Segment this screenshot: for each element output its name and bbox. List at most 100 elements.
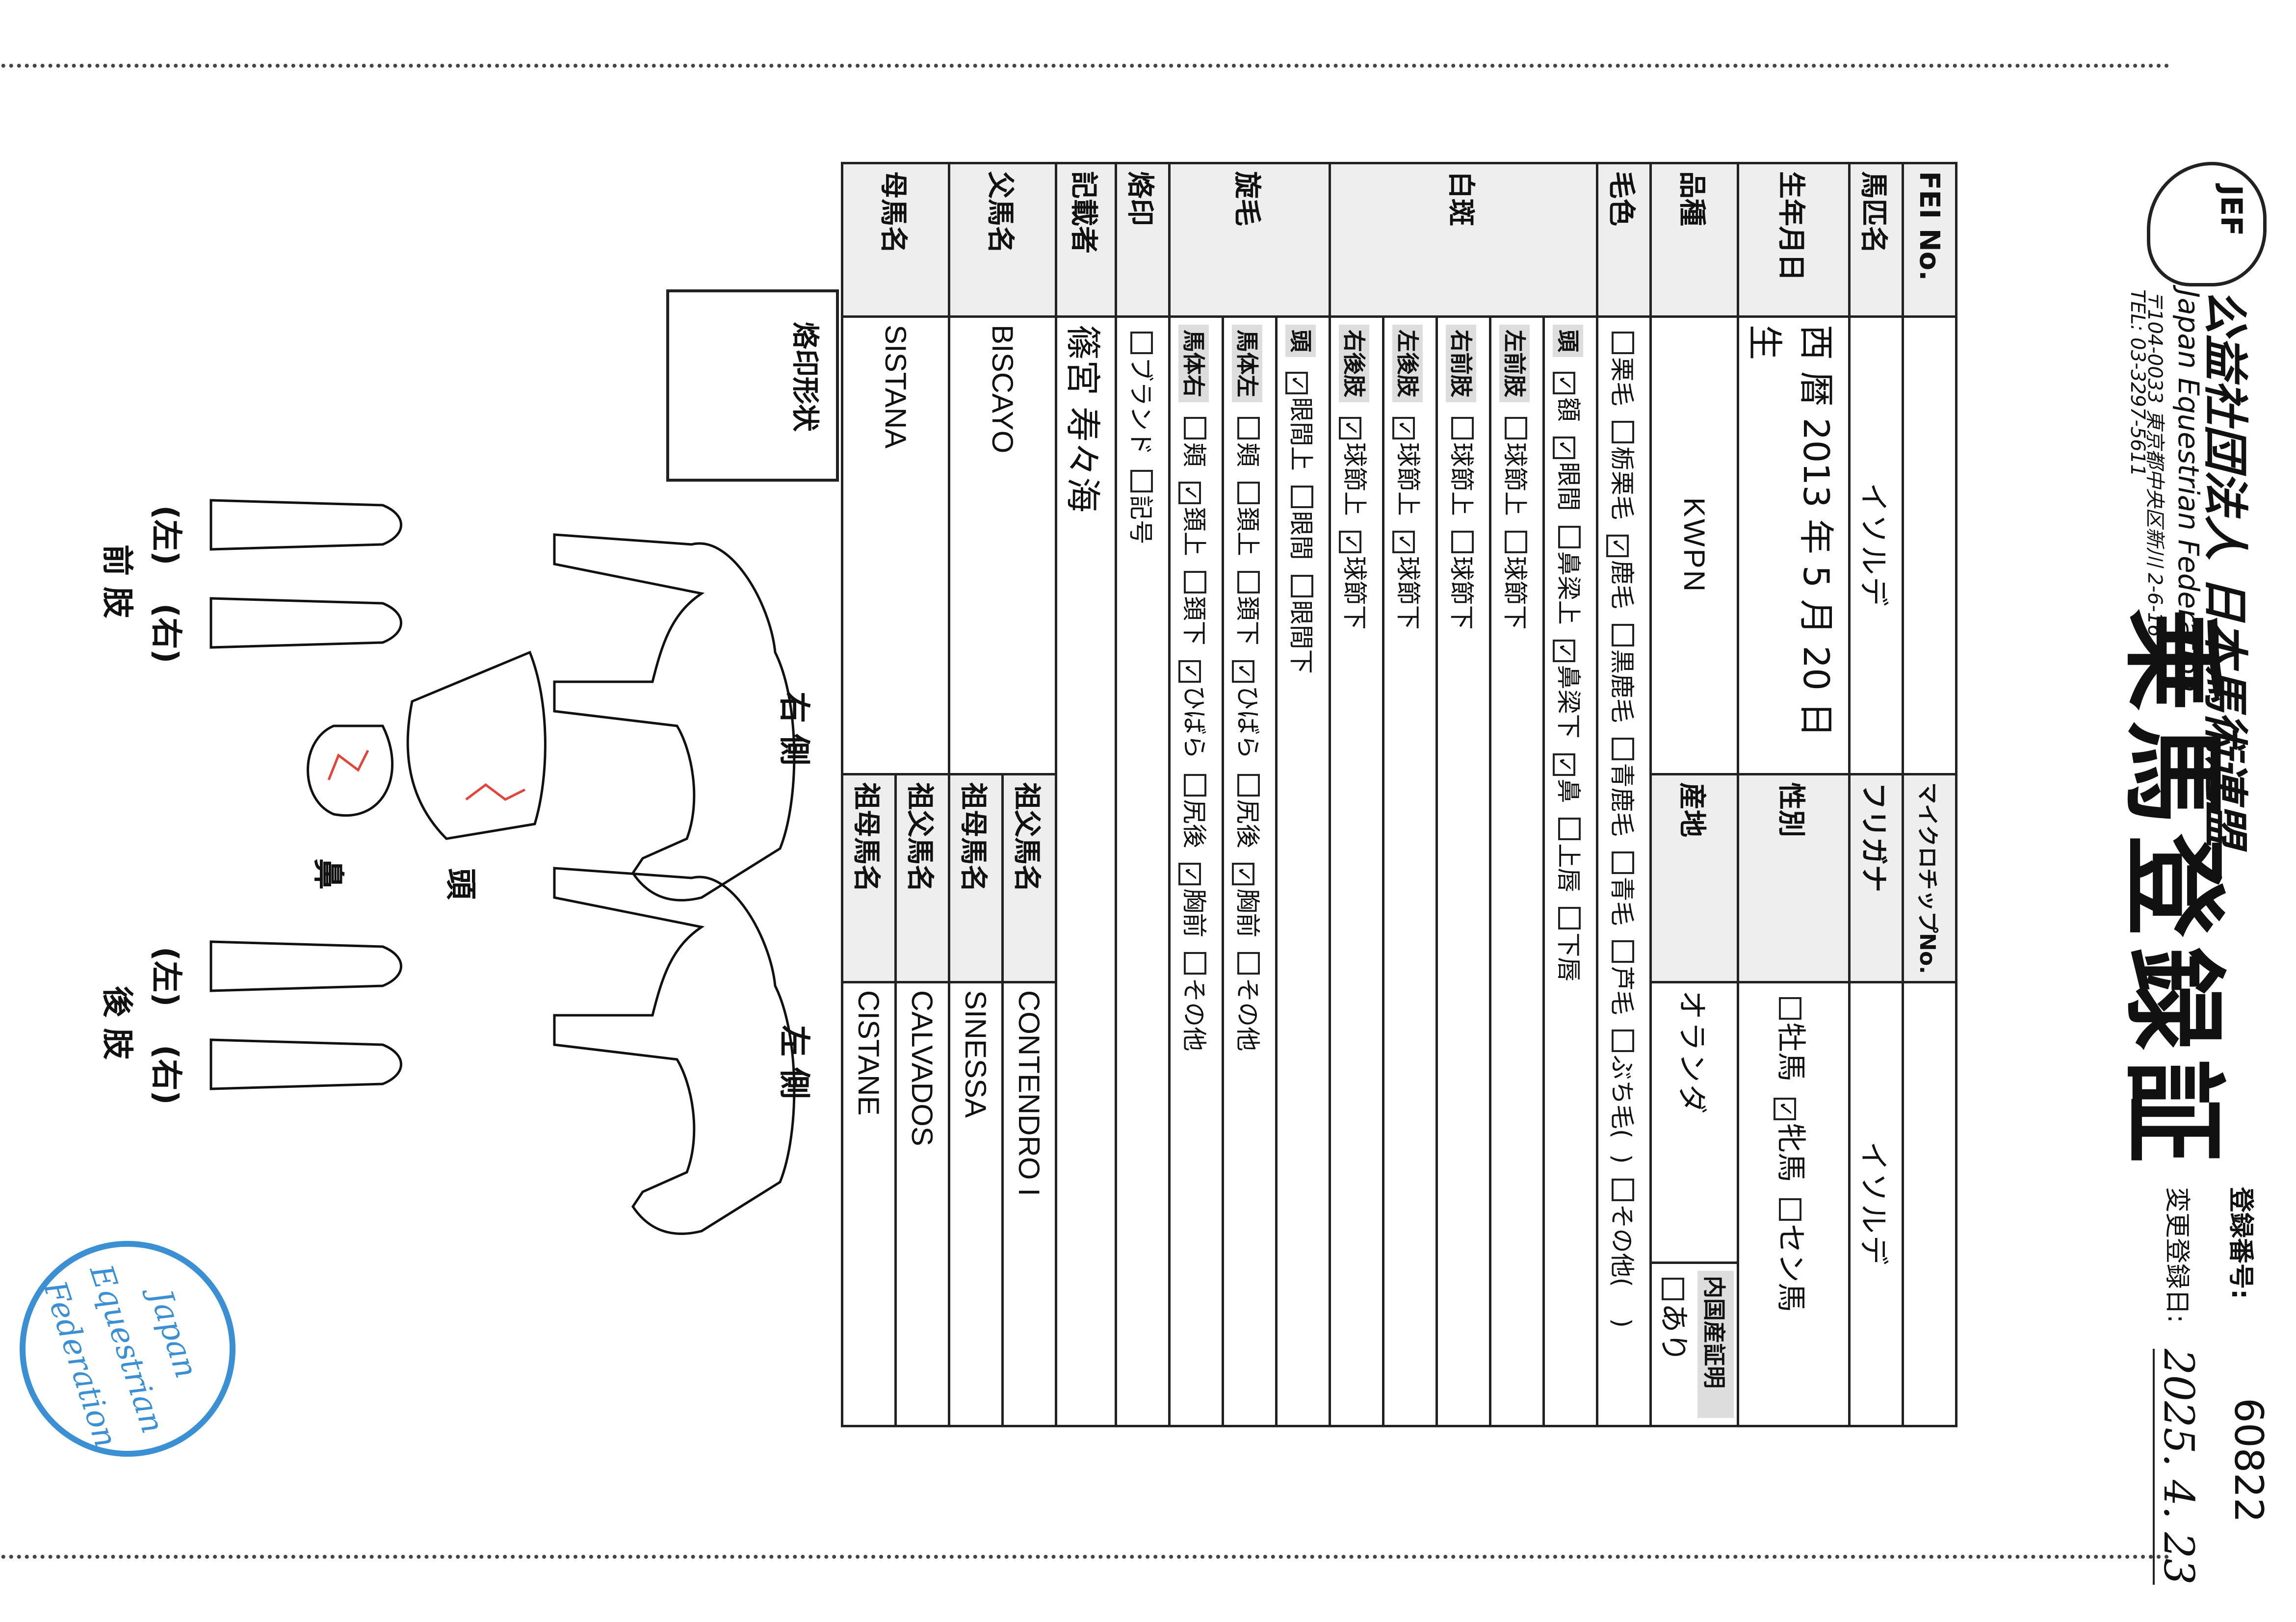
- option-label: ぶち毛(: [1608, 1055, 1636, 1139]
- option-label: 鹿毛: [1608, 560, 1636, 609]
- checkbox: [1612, 420, 1634, 443]
- option-label: 球節下: [1501, 556, 1529, 630]
- mgd-label: 祖母馬名: [842, 774, 896, 982]
- checkbox: [1237, 570, 1260, 593]
- markings-label: 白斑: [1330, 163, 1597, 317]
- horse-outline-drawing: [209, 499, 796, 1235]
- change-date-value: 2025. 4. 23: [2153, 1349, 2203, 1585]
- option-label: 眼間: [1554, 462, 1583, 511]
- whorl-right-row: 馬体右 頬 ✓頚上 頚下 ✓ひばら 尻後 ✓胸前 その他: [1169, 316, 1223, 1426]
- checkbox: [1612, 1030, 1634, 1053]
- nose-label: 鼻: [310, 858, 346, 890]
- name-label: 馬匹名: [1849, 163, 1903, 317]
- checkbox: ✓: [1232, 660, 1255, 683]
- checkbox: ✓: [1774, 1097, 1797, 1120]
- checkbox: [1184, 416, 1206, 439]
- checkbox: ✓: [1178, 863, 1201, 886]
- option-label: 球節上: [1501, 442, 1529, 516]
- dam-label: 母馬名: [842, 163, 949, 317]
- checkbox: [1505, 530, 1527, 553]
- checkbox: [1184, 570, 1206, 593]
- checkbox: [1184, 952, 1206, 975]
- reg-no-value: 60822: [2226, 1398, 2271, 1523]
- checkbox: [1505, 416, 1527, 439]
- pgd-value: SINESSA: [949, 982, 1003, 1426]
- head-label: 頭: [1553, 325, 1583, 357]
- fore-left-label: (左): [148, 505, 184, 566]
- recorder-label: 記載者: [1056, 163, 1116, 317]
- checkbox: [1291, 574, 1313, 597]
- sire-value: BISCAYO: [949, 316, 1056, 774]
- head-label: 頭: [442, 868, 478, 900]
- checkbox: ✓: [1339, 416, 1362, 439]
- option-label: セン馬: [1774, 1224, 1808, 1313]
- checkbox: [1451, 416, 1474, 439]
- checkbox: [1237, 416, 1260, 439]
- mgd-value: CISTANE: [842, 982, 896, 1426]
- origin-label: 産地: [1650, 774, 1738, 982]
- checkbox: [1558, 818, 1581, 841]
- pgs-value: CONTENDRO I: [1002, 982, 1056, 1426]
- whorl-left-row: 馬体左 頬 頚上 頚下 ✓ひばら 尻後 ✓胸前 その他: [1223, 316, 1277, 1426]
- option-label: 球節上: [1447, 442, 1476, 516]
- checkbox: ✓: [1178, 660, 1201, 683]
- option-label: 尻後: [1180, 799, 1208, 849]
- rf-label: 右前肢: [1446, 325, 1476, 402]
- lh-label: 左後肢: [1392, 325, 1423, 402]
- horse-diagrams: 烙印形状 右 側 左 側 頭 鼻 (左) (右) 前 肢 (左): [0, 162, 849, 1485]
- mgs-value: CALVADOS: [895, 982, 949, 1426]
- fei-label: FEI No.: [1903, 163, 1957, 317]
- fei-value: [1903, 316, 1957, 774]
- checkbox: [1237, 952, 1260, 975]
- sire-label: 父馬名: [949, 163, 1056, 317]
- option-label: 鼻梁下: [1554, 665, 1583, 739]
- forelimbs-label: 前 肢: [99, 544, 135, 618]
- option-label: ひばら: [1180, 685, 1208, 759]
- option-label: 栗毛: [1608, 357, 1636, 406]
- option-label: 頚上: [1233, 507, 1262, 556]
- whorl-left-label: 馬体左: [1232, 325, 1262, 402]
- dob-value: 西 暦 2013 年 5 月 20 日 生: [1738, 316, 1850, 774]
- rh-marking-row: 右後肢 ✓球節上 ✓球節下: [1330, 316, 1383, 1426]
- breed-value: KWPN: [1650, 316, 1738, 774]
- checkbox: ✓: [1392, 416, 1415, 439]
- checkbox: [1612, 851, 1634, 874]
- head-marking-row: 頭 ✓額 ✓眼間 鼻梁上 ✓鼻梁下 ✓鼻 上唇 下唇: [1543, 316, 1597, 1426]
- org-tel: TEL: 03-3297-5611: [2126, 289, 2149, 477]
- option-label: 球節下: [1394, 556, 1422, 630]
- checkbox: ✓: [1339, 530, 1362, 553]
- option-label: 芦毛: [1608, 966, 1636, 1015]
- breed-label: 品種: [1650, 163, 1738, 317]
- dam-value: SISTANA: [842, 316, 949, 774]
- option-label: 記号: [1126, 495, 1155, 544]
- option-label: 頚下: [1233, 596, 1262, 645]
- option-label: 眼間上: [1287, 397, 1315, 471]
- origin-value: オランダ: [1650, 982, 1738, 1263]
- checkbox: ✓: [1553, 371, 1576, 394]
- option-label: 鼻梁上: [1554, 551, 1583, 625]
- lh-marking-row: 左後肢 ✓球節上 ✓球節下: [1383, 316, 1437, 1426]
- option-label: 尻後: [1233, 799, 1262, 849]
- checkbox: [1291, 485, 1313, 508]
- lf-marking-row: 左前肢 球節上 球節下: [1490, 316, 1544, 1426]
- option-label: その他(: [1608, 1204, 1636, 1287]
- right-side-label: 右 側: [776, 692, 812, 766]
- checkbox: [1130, 469, 1153, 492]
- change-date-label: 変更登録日:: [2162, 1187, 2192, 1323]
- whorls-label: 旋毛: [1169, 163, 1330, 317]
- option-label: 球節上: [1340, 442, 1369, 516]
- left-side-label: 左 側: [776, 1025, 812, 1099]
- option-label: 眼間: [1287, 511, 1315, 560]
- option-label: ブランド: [1126, 357, 1155, 455]
- option-label: 牝馬: [1774, 1123, 1808, 1182]
- checkbox: [1558, 907, 1581, 930]
- option-label: 眼間下: [1287, 600, 1315, 674]
- checkbox: ✓: [1553, 639, 1576, 662]
- option-label: 青毛: [1608, 876, 1636, 926]
- document-title: 乗馬登録証: [2113, 608, 2233, 1173]
- option-label: 頚上: [1180, 507, 1208, 556]
- sex-options: 牡馬 ✓牝馬 セン馬: [1738, 982, 1850, 1426]
- rf-marking-row: 右前肢 球節上 球節下: [1436, 316, 1490, 1426]
- checkbox: ✓: [1606, 534, 1629, 557]
